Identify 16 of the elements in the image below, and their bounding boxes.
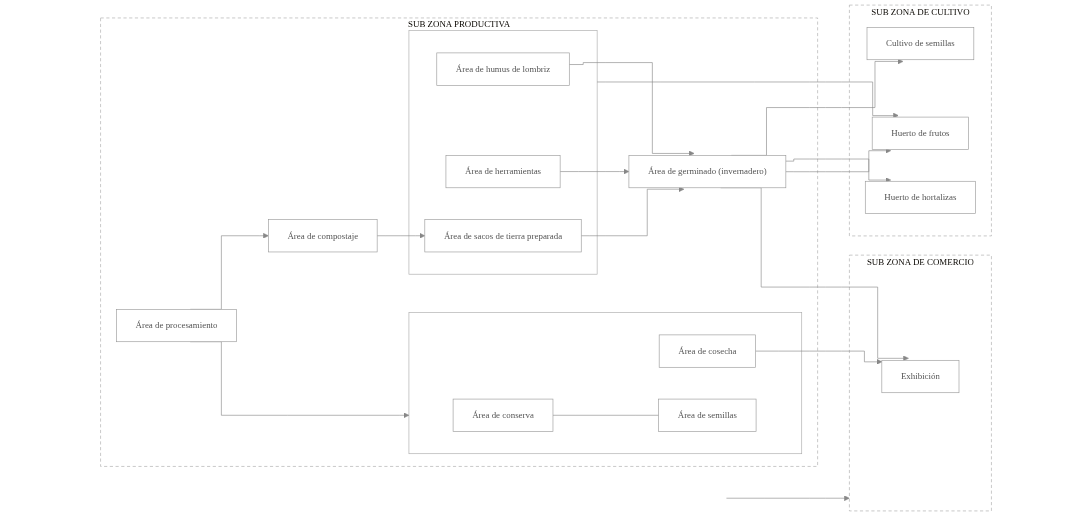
- node-box: Área de humus de lombriz: [436, 52, 570, 86]
- node-box: Área de germinado (invernadero): [628, 155, 787, 189]
- node-box: Área de conserva: [452, 398, 554, 432]
- cluster: [408, 30, 598, 275]
- node-box: Área de sacos de tierra preparada: [424, 219, 582, 253]
- node-box: Área de procesamiento: [116, 309, 237, 343]
- node-box: Área de semillas: [658, 398, 757, 432]
- node-box: Huerto de frutos: [871, 116, 969, 150]
- node-box: Área de herramientas: [445, 155, 561, 189]
- connector: [552, 414, 659, 416]
- node-box: Área de compostaje: [268, 219, 378, 253]
- node-box: Área de cosecha: [658, 334, 756, 368]
- cluster: [408, 312, 803, 455]
- node-box: Huerto de hortalizas: [864, 180, 976, 214]
- node-box: Exhibición: [881, 360, 960, 394]
- node-box: Cultivo de semillas: [866, 27, 975, 61]
